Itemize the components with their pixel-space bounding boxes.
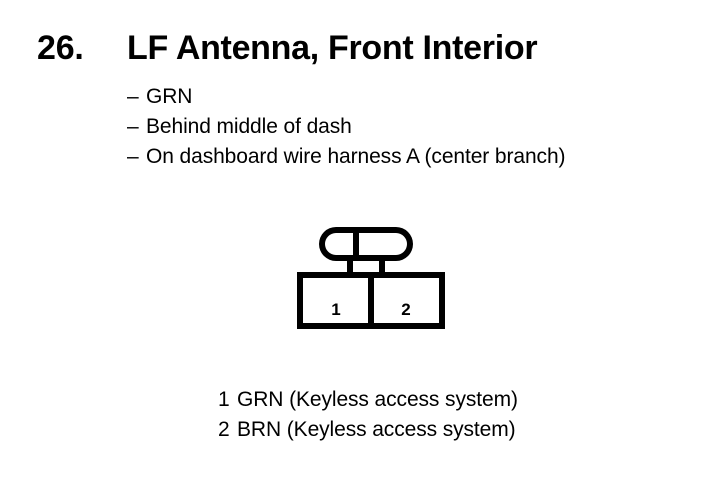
pin-legend-text: BRN (Keyless access system) <box>237 418 516 441</box>
page-title: LF Antenna, Front Interior <box>127 29 538 67</box>
connector-latch-shape <box>319 227 413 275</box>
detail-list-item: –GRN <box>127 82 687 112</box>
detail-list-item: –Behind middle of dash <box>127 112 687 142</box>
detail-list-item-text: GRN <box>146 85 193 108</box>
page-header: 26. LF Antenna, Front Interior <box>0 28 704 72</box>
pin-legend-row: 1 GRN (Keyless access system) <box>218 385 618 415</box>
connector-diagram: 1 2 <box>290 218 452 338</box>
connector-svg <box>297 227 445 329</box>
pin-legend-row: 2 BRN (Keyless access system) <box>218 415 618 445</box>
detail-list: –GRN –Behind middle of dash –On dashboar… <box>127 82 687 172</box>
item-number: 26. <box>37 29 84 67</box>
pin-legend-number: 1 <box>218 388 230 411</box>
dash-icon: – <box>127 145 139 168</box>
dash-icon: – <box>127 85 139 108</box>
detail-list-item-text: Behind middle of dash <box>146 115 352 138</box>
detail-list-item: –On dashboard wire harness A (center bra… <box>127 142 687 172</box>
connector-body-shape <box>297 272 445 329</box>
pin-legend-number: 2 <box>218 418 230 441</box>
detail-list-item-text: On dashboard wire harness A (center bran… <box>146 145 566 168</box>
pin-legend-text: GRN (Keyless access system) <box>237 388 518 411</box>
pin-legend: 1 GRN (Keyless access system) 2 BRN (Keyle… <box>218 385 618 445</box>
dash-icon: – <box>127 115 139 138</box>
